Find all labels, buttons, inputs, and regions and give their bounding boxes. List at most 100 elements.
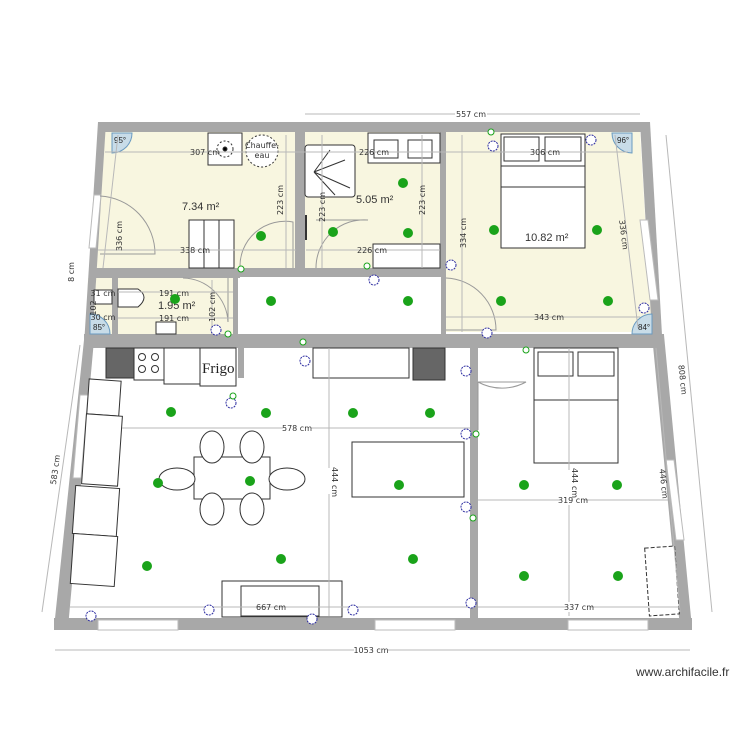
dim-wc-small-1: 31 cm	[91, 289, 116, 298]
dim-bath-top: 226 cm	[359, 148, 389, 157]
switch-icon	[472, 430, 480, 438]
dim-bath-bottom: 226 cm	[357, 246, 387, 255]
sink-right	[407, 139, 433, 159]
light-fixture-icon	[153, 478, 163, 488]
cabinet-1	[71, 484, 121, 538]
outlet-icon	[460, 501, 472, 513]
chair	[158, 467, 196, 491]
sofa	[351, 441, 465, 498]
chair	[199, 430, 225, 464]
dim-wc-bottom: 191 cm	[159, 314, 189, 323]
windows	[72, 194, 685, 631]
dimension-labels: 557 cm 1053 cm 583 cm 808 cm 8 cm 307 cm…	[49, 108, 689, 655]
light-fixture-icon	[613, 571, 623, 581]
furniture-bathroom	[304, 132, 441, 269]
light-fixture-icon	[403, 228, 413, 238]
wall-top	[98, 122, 650, 132]
dishwasher	[86, 378, 122, 417]
dim-bath-right: 223 cm	[418, 185, 427, 215]
dim-entry-bottom: 338 cm	[180, 246, 210, 255]
switch-icon	[237, 265, 245, 273]
light-fixture-icon	[394, 480, 404, 490]
light-fixture-icon	[256, 231, 266, 241]
dim-bed1-top: 306 cm	[530, 148, 560, 157]
dimension-lines	[41, 113, 713, 651]
pillow-left	[503, 136, 540, 162]
chair	[239, 430, 265, 464]
light-fixture-icon	[408, 554, 418, 564]
dim-bed2-height: 444 cm	[570, 468, 579, 498]
switch-icon	[299, 338, 307, 346]
wall-bath-bottom	[240, 268, 445, 277]
angle-label-bed1: 84°	[638, 323, 650, 332]
light-fixture-icon	[603, 296, 613, 306]
counter	[163, 347, 201, 385]
wall-wc-right	[233, 278, 238, 334]
toilet	[117, 288, 145, 308]
angle-badge-wc	[89, 313, 111, 335]
chair	[199, 492, 225, 526]
pillow-right	[544, 136, 582, 162]
window-living-left	[72, 394, 89, 479]
angle-label-top-right: 96°	[617, 136, 629, 145]
dim-line-entry-left	[102, 134, 119, 269]
switch-icon	[363, 262, 371, 270]
furniture-bedroom-1	[500, 133, 586, 249]
fireplace-inner	[240, 585, 320, 617]
dim-right-overall: 808 cm	[676, 364, 688, 395]
light-fixture-icon	[266, 296, 276, 306]
wall-right-upper	[640, 122, 662, 335]
dim-bed1-right: 336 cm	[617, 219, 630, 250]
wardrobe	[644, 545, 680, 617]
outlet-icon	[638, 302, 650, 314]
bathtub	[372, 243, 441, 269]
outlet-icon	[203, 604, 215, 616]
watermark: www.archifacile.fr	[636, 665, 730, 679]
wc-sink	[155, 321, 177, 335]
light-fixture-icon	[592, 225, 602, 235]
window-living-bottom-1	[97, 619, 179, 631]
light-fixtures	[142, 178, 623, 581]
angle-label-wc: 85°	[93, 323, 105, 332]
burner-icon	[138, 353, 146, 361]
shower	[304, 144, 356, 198]
switch-icon	[522, 346, 530, 354]
boiler-dot	[222, 146, 228, 152]
dim-bed2-bottom: 337 cm	[564, 603, 594, 612]
outlet-icon	[465, 597, 477, 609]
cooktop	[133, 347, 165, 381]
furniture-wc	[93, 288, 177, 335]
outlet-icon	[368, 274, 380, 286]
light-fixture-icon	[276, 554, 286, 564]
burner-icon	[151, 353, 159, 361]
outlet-icon	[299, 355, 311, 367]
dim-living-width: 578 cm	[282, 424, 312, 433]
dim-wc-top: 191 cm	[159, 289, 189, 298]
wall-wc-left	[112, 278, 118, 334]
kitchen-sink	[81, 413, 123, 487]
hood-right	[412, 347, 446, 381]
fridge-label: Frigo	[202, 361, 235, 377]
angle-badge-bed1	[631, 313, 653, 335]
water-heater-label: Chauffe-	[245, 141, 279, 150]
chair	[239, 492, 265, 526]
switch-icon	[224, 330, 232, 338]
wall-kitchen-stub	[238, 348, 244, 378]
furniture-living	[69, 347, 465, 618]
floor-bedroom-2	[478, 348, 684, 618]
chair	[268, 467, 306, 491]
light-fixture-icon	[142, 561, 152, 571]
dim-living-height: 444 cm	[330, 467, 339, 497]
dim-bed2-mid: 319 cm	[558, 496, 588, 505]
light-fixture-icon	[612, 480, 622, 490]
light-fixture-icon	[261, 408, 271, 418]
dim-line-left	[41, 344, 81, 613]
dim-wc-small-3: 102	[89, 300, 98, 315]
sink-left	[373, 139, 399, 159]
dim-wc-small-2: 30 cm	[91, 313, 116, 322]
switches	[224, 128, 530, 522]
angle-label-top-left: 95°	[114, 136, 126, 145]
wall-hall-right	[441, 274, 446, 334]
outlets	[85, 134, 650, 625]
